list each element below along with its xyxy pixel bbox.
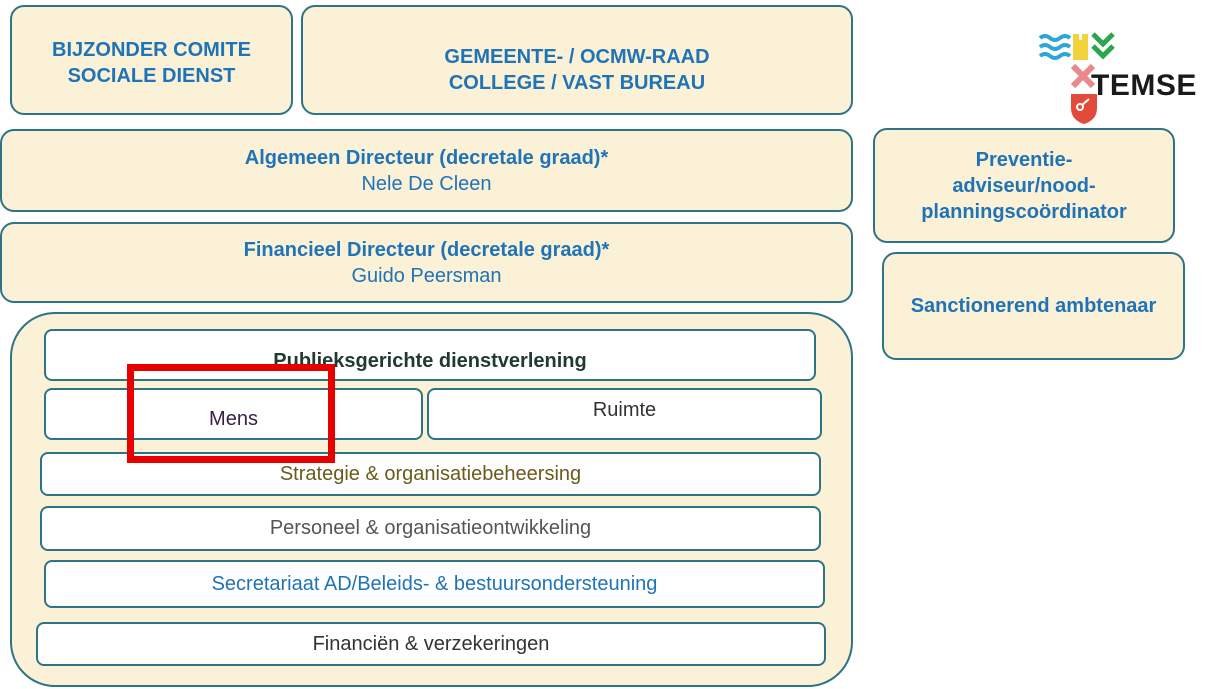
- dept-mens: Mens: [44, 388, 423, 440]
- bijzonder-comite-line2: SOCIALE DIENST: [67, 65, 236, 87]
- algemeen-directeur-box: Algemeen Directeur (decretale graad)* Ne…: [0, 129, 853, 212]
- highlight-rectangle: [127, 364, 335, 463]
- preventie-line3: planningscoördinator: [921, 200, 1127, 223]
- preventie-line2: adviseur/nood-: [952, 174, 1096, 197]
- temse-logo: TEMSE: [1035, 22, 1213, 132]
- financieel-directeur-box: Financieel Directeur (decretale graad)* …: [0, 222, 853, 303]
- dept-secretariaat-label: Secretariaat AD/Beleids- & bestuursonder…: [211, 572, 658, 595]
- sanctionerend-ambtenaar-label: Sanctionerend ambtenaar: [910, 295, 1157, 317]
- preventie-adviseur-box: Preventie- adviseur/nood- planningscoörd…: [873, 128, 1175, 243]
- temse-logo-emblem: [1038, 32, 1115, 124]
- algemeen-directeur-name: Nele De Cleen: [361, 172, 492, 195]
- dept-strategie-label: Strategie & organisatiebeheersing: [279, 462, 582, 485]
- dept-ruimte: Ruimte: [427, 388, 822, 440]
- financieel-directeur-title: Financieel Directeur (decretale graad)*: [243, 238, 610, 261]
- algemeen-directeur-title: Algemeen Directeur (decretale graad)*: [244, 146, 609, 169]
- dept-personeel: Personeel & organisatieontwikkeling: [40, 506, 821, 551]
- gemeente-raad-box: GEMEENTE- / OCMW-RAAD COLLEGE / VAST BUR…: [301, 5, 853, 115]
- dept-mens-label: Mens: [209, 407, 258, 430]
- bijzonder-comite-line1: BIJZONDER COMITE: [52, 39, 251, 61]
- dept-financien: Financiën & verzekeringen: [36, 622, 826, 666]
- dept-ruimte-label: Ruimte: [592, 398, 657, 421]
- dept-financien-label: Financiën & verzekeringen: [312, 632, 550, 655]
- gemeente-raad-line2: COLLEGE / VAST BUREAU: [448, 72, 706, 94]
- bijzonder-comite-box: BIJZONDER COMITE SOCIALE DIENST: [10, 5, 293, 115]
- dept-strategie: Strategie & organisatiebeheersing: [40, 452, 821, 496]
- dept-personeel-label: Personeel & organisatieontwikkeling: [269, 517, 592, 539]
- dept-publieksgerichte-label: Publieksgerichte dienstverlening: [273, 349, 587, 372]
- financieel-directeur-name: Guido Peersman: [351, 264, 502, 287]
- preventie-line1: Preventie-: [975, 148, 1073, 171]
- gemeente-raad-line1: GEMEENTE- / OCMW-RAAD: [444, 46, 710, 68]
- dept-secretariaat: Secretariaat AD/Beleids- & bestuursonder…: [44, 560, 825, 608]
- temse-logo-text: TEMSE: [1091, 69, 1197, 102]
- sanctionerend-ambtenaar-box: Sanctionerend ambtenaar: [882, 252, 1185, 360]
- dept-publieksgerichte-dienstverlening: Publieksgerichte dienstverlening: [44, 329, 816, 381]
